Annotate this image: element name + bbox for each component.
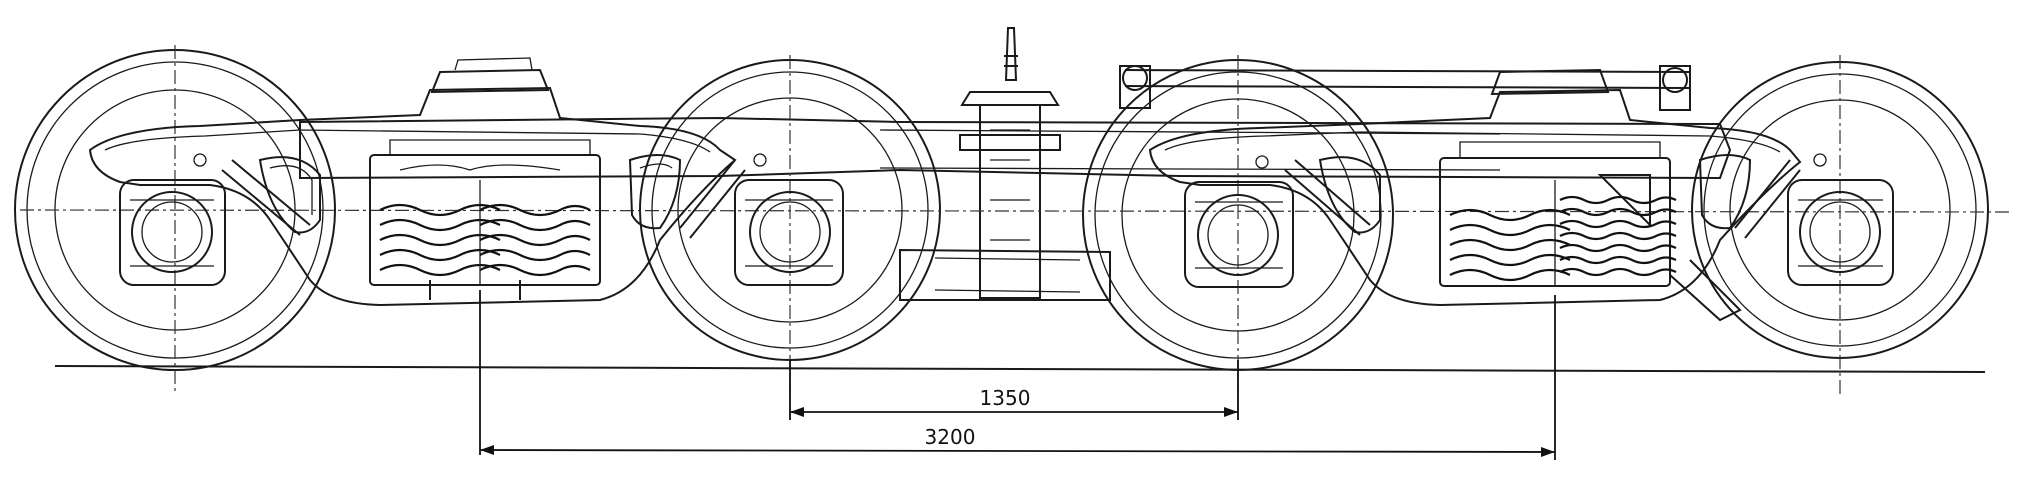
dimension-label-3200: 3200 xyxy=(925,425,976,449)
left-side-frame xyxy=(88,57,844,307)
right-side-frame xyxy=(1148,68,1894,322)
center-lines xyxy=(19,45,2011,420)
dimension-1350: 1350 xyxy=(789,360,1239,420)
dimension-3200: 3200 xyxy=(479,290,1556,460)
center-pivot xyxy=(959,27,1061,299)
right-spring-nest xyxy=(1449,180,1677,285)
span-bolster xyxy=(299,116,1732,301)
dimension-label-1350: 1350 xyxy=(980,386,1031,410)
brake-lever-rod xyxy=(1119,65,1691,111)
rail-line xyxy=(54,365,1986,373)
left-spring-nest xyxy=(379,180,591,285)
